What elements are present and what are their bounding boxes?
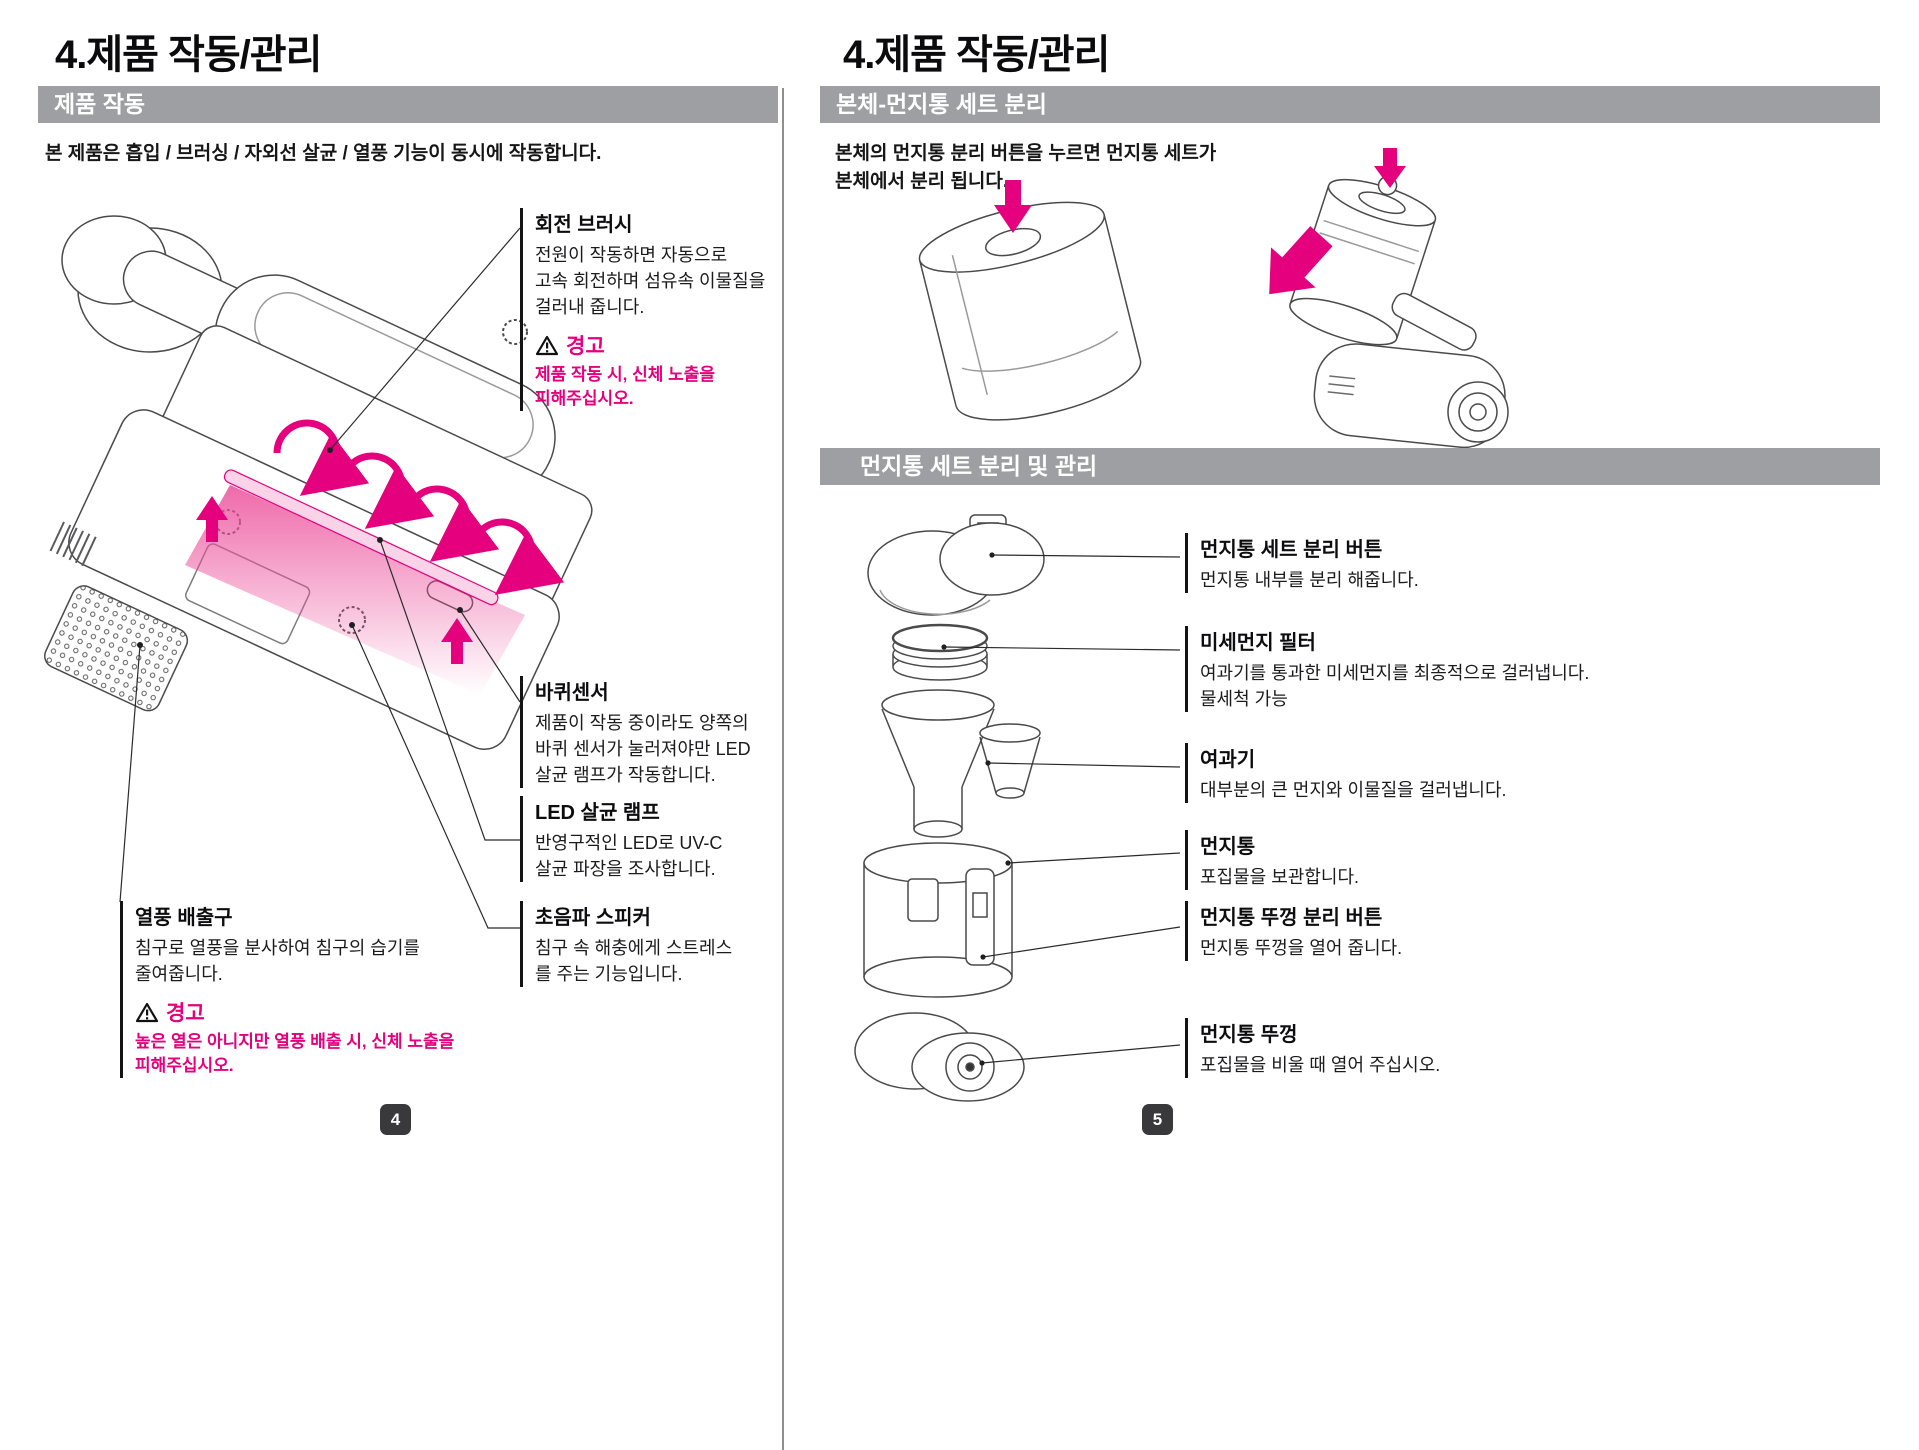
warning-line: 높은 열은 아니지만 열풍 배출 시, 신체 노출을 — [135, 1032, 455, 1051]
callout-strainer: 여과기 대부분의 큰 먼지와 이물질을 걸러냅니다. — [1185, 743, 1507, 803]
callout-led-lamp: LED 살균 램프 반영구적인 LED로 UV-C 살균 파장을 조사합니다. — [520, 796, 722, 882]
callout-line: 고속 회전하며 섬유속 이물질을 — [535, 271, 766, 291]
warning-icon — [535, 335, 559, 356]
right-section-bar-2: 먼지통 세트 분리 및 관리 — [820, 448, 1880, 485]
callout-title: 초음파 스피커 — [535, 907, 651, 929]
leader-dots — [941, 552, 1011, 1066]
callout-title: 회전 브러시 — [535, 214, 633, 236]
left-page-title: 4.제품 작동/관리 — [55, 33, 322, 77]
dust-bin-exploded-diagram — [854, 514, 1181, 1102]
callout-title: 먼지통 — [1200, 836, 1256, 858]
bin-top-assembly-drawing — [867, 514, 1045, 616]
left-leader-lines — [119, 227, 521, 929]
right-leader-lines — [943, 554, 1181, 1064]
callout-title: 먼지통 뚜껑 분리 버튼 — [1200, 907, 1383, 929]
callout-line: 물세척 가능 — [1200, 689, 1288, 709]
warning-heading: 경고 — [135, 997, 454, 1027]
detach-arrow-small — [1374, 148, 1406, 188]
callout-line: 제품이 작동 중이라도 양쪽의 — [535, 713, 749, 733]
left-section-bar: 제품 작동 — [38, 86, 778, 123]
callout-line: 포집물을 비울 때 열어 주십시오. — [1200, 1055, 1441, 1075]
callout-line: 대부분의 큰 먼지와 이물질을 걸러냅니다. — [1200, 780, 1507, 800]
callout-line: 먼지통 내부를 분리 해줍니다. — [1200, 570, 1419, 590]
callout-line: 여과기를 통과한 미세먼지를 최종적으로 걸러냅니다. — [1200, 663, 1590, 683]
callout-line: 포집물을 보관합니다. — [1200, 867, 1360, 887]
callout-line: 반영구적인 LED로 UV-C — [535, 833, 723, 853]
callout-title: 바퀴센서 — [535, 682, 609, 704]
warning-icon — [135, 1002, 159, 1023]
callout-fine-dust-filter: 미세먼지 필터 여과기를 통과한 미세먼지를 최종적으로 걸러냅니다. 물세척 … — [1185, 626, 1589, 712]
callout-set-release-button: 먼지통 세트 분리 버튼 먼지통 내부를 분리 해줍니다. — [1185, 533, 1419, 593]
speaker-grille-drawing — [44, 585, 189, 712]
vacuum-head-illustration — [44, 215, 593, 929]
dust-bin-drawing — [863, 842, 1013, 998]
detach-arrow-large — [1269, 226, 1333, 295]
callout-line: 침구 속 해충에게 스트레스 — [535, 938, 733, 958]
warning-heading: 경고 — [535, 330, 765, 360]
right-intro-line-1: 본체의 먼지통 분리 버튼을 누르면 먼지통 세트가 — [835, 143, 1217, 164]
dust-bin-set-drawing — [918, 201, 1142, 421]
callout-lid-release-button: 먼지통 뚜껑 분리 버튼 먼지통 뚜껑을 열어 줍니다. — [1185, 901, 1402, 961]
right-intro-line-2: 본체에서 분리 됩니다. — [835, 171, 1009, 192]
callout-title: 여과기 — [1200, 749, 1256, 771]
callout-line: 살균 파장을 조사합니다. — [535, 859, 716, 879]
right-page-number: 5 — [1142, 1104, 1173, 1135]
callout-line: 걸러내 줍니다. — [535, 297, 645, 317]
warning-line: 제품 작동 시, 신체 노출을 — [535, 365, 716, 384]
callout-ultrasonic-speaker: 초음파 스피커 침구 속 해충에게 스트레스 를 주는 기능입니다. — [520, 901, 732, 987]
callout-title: 열풍 배출구 — [135, 907, 233, 929]
callout-line: 침구로 열풍을 분사하여 침구의 습기를 — [135, 938, 420, 958]
bin-separation-illustration — [918, 148, 1509, 449]
callout-title: 먼지통 뚜껑 — [1200, 1024, 1298, 1046]
warning-line: 피해주십시오. — [535, 389, 634, 408]
callout-title: LED 살균 램프 — [535, 802, 660, 824]
right-page-title: 4.제품 작동/관리 — [843, 33, 1110, 77]
warning-line: 피해주십시오. — [135, 1056, 234, 1075]
left-intro-text: 본 제품은 흡입 / 브러싱 / 자외선 살균 / 열풍 기능이 동시에 작동합… — [45, 143, 602, 164]
callout-dust-bin: 먼지통 포집물을 보관합니다. — [1185, 830, 1359, 890]
led-lamp-bar — [223, 469, 499, 606]
suction-arrows — [196, 496, 473, 664]
warning-label: 경고 — [166, 1002, 205, 1025]
callout-dust-bin-lid: 먼지통 뚜껑 포집물을 비울 때 열어 주십시오. — [1185, 1018, 1440, 1078]
leader-dots — [137, 447, 463, 648]
warning-label: 경고 — [566, 335, 605, 358]
callout-line: 먼지통 뚜껑을 열어 줍니다. — [1200, 938, 1403, 958]
bin-lid-drawing — [854, 1012, 1025, 1102]
callout-title: 미세먼지 필터 — [1200, 632, 1316, 654]
callout-line: 줄여줍니다. — [135, 964, 223, 984]
callout-wheel-sensor: 바퀴센서 제품이 작동 중이라도 양쪽의 바퀴 센서가 눌러져야만 LED 살균… — [520, 676, 751, 788]
callout-title: 먼지통 세트 분리 버튼 — [1200, 539, 1383, 561]
callout-line: 를 주는 기능입니다. — [535, 964, 683, 984]
brush-rotation-arrows — [273, 419, 565, 595]
main-body-drawing — [1289, 175, 1509, 449]
callout-line: 전원이 작동하면 자동으로 — [535, 245, 728, 265]
right-section-bar-1: 본체-먼지통 세트 분리 — [820, 86, 1880, 123]
fine-filter-drawing — [891, 623, 989, 681]
callout-line: 바퀴 센서가 눌러져야만 LED — [535, 739, 751, 759]
left-page-number: 4 — [380, 1104, 411, 1135]
vent-lines — [49, 521, 97, 567]
callout-rotating-brush: 회전 브러시 전원이 작동하면 자동으로 고속 회전하며 섬유속 이물질을 걸러… — [520, 208, 765, 411]
callout-line: 살균 램프가 작동합니다. — [535, 765, 716, 785]
page-divider — [782, 88, 784, 1450]
press-arrow — [994, 180, 1032, 233]
callout-hot-air-outlet: 열풍 배출구 침구로 열풍을 분사하여 침구의 습기를 줄여줍니다. 경고 높은… — [120, 901, 454, 1078]
uv-light-glow — [185, 485, 525, 695]
